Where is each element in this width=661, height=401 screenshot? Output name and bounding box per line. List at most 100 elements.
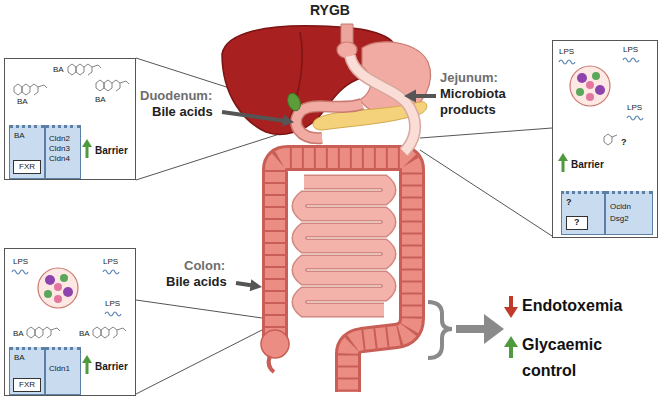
barrier-arrow-head: [82, 355, 92, 363]
bacterium: [60, 274, 68, 282]
pointer-arrow-shaft: [236, 283, 251, 285]
node-label: LPS: [623, 45, 638, 54]
callout-line: [136, 300, 262, 394]
epithelial-cell: ??: [561, 191, 605, 235]
lps-molecule: [627, 116, 643, 120]
pointer-arrow-head: [282, 115, 294, 127]
bile-acid-molecule: [14, 84, 47, 95]
bile-acid-molecule: [27, 327, 60, 338]
bacterium: [54, 283, 62, 291]
decrease-arrow-head: [504, 307, 518, 318]
lps-molecule: [12, 270, 28, 274]
small-intestine: [299, 182, 389, 310]
inset-panel: BA BA BA Barrier BA FXRCldn2Cldn3Cldn4: [4, 58, 136, 180]
node-heading: Barrier: [571, 159, 604, 171]
colon-haustra: [275, 158, 412, 392]
colon-outline: [275, 158, 412, 392]
cecum: [261, 330, 289, 358]
bacterium: [586, 93, 594, 101]
node-label: BA: [53, 65, 64, 74]
lps-molecule: [623, 58, 639, 62]
lps-molecule: [105, 312, 121, 316]
epithelial-cell: Cldn2Cldn3Cldn4: [45, 125, 81, 179]
roux-limb-outline: [350, 56, 415, 152]
node-label: FXR: [19, 380, 35, 389]
bile-acid-molecule: [68, 64, 101, 75]
microbiota-cluster: [38, 268, 78, 308]
bracket: [428, 302, 452, 358]
gallbladder: [285, 91, 302, 112]
epithelial-cell: BA FXR: [9, 125, 45, 179]
callout-line: [420, 128, 552, 236]
bacterium: [54, 295, 62, 303]
microbiota-cluster: [570, 66, 610, 106]
bacterium: [595, 85, 605, 95]
receptor-box: FXR: [13, 160, 41, 174]
epithelial-cell: BA FXR: [9, 347, 45, 395]
duodenum-outline: [296, 104, 362, 138]
outcome-arrow: [456, 314, 504, 344]
bacterium: [577, 73, 587, 83]
node-label: LPS: [105, 299, 120, 308]
region-label: Bile acids: [166, 274, 227, 290]
unknown-metabolite: [604, 134, 617, 145]
node-heading: ?: [621, 137, 627, 147]
bacterium: [45, 275, 55, 285]
node-label: Ocldn: [610, 202, 631, 211]
region-label: Jejunum:: [440, 70, 498, 86]
colon: [275, 158, 412, 392]
microbiota-outline: [570, 66, 610, 106]
increase-arrow-shaft: [509, 346, 513, 358]
small-intestine-outline: [299, 182, 389, 310]
node-label: Cldn2: [49, 134, 70, 143]
region-label: Bile acids: [152, 104, 213, 119]
bacterium: [63, 287, 73, 297]
region-label: Duodenum:: [140, 88, 212, 103]
barrier-arrow-shaft: [86, 362, 89, 374]
pointer-arrow-shaft: [222, 112, 284, 121]
bacterium: [44, 290, 52, 298]
inset-panel: LPSLPSLPS?Barrier??OcldnDsg2: [552, 40, 658, 238]
node-label: LPS: [627, 103, 642, 112]
node-label: BA: [14, 353, 25, 362]
decrease-arrow-shaft: [509, 296, 513, 308]
node-label: BA: [14, 131, 25, 140]
microbiota-outline: [38, 268, 78, 308]
outcome-label: Glycaemic control: [522, 332, 617, 384]
barrier-arrow-head: [82, 139, 92, 147]
barrier-arrow-shaft: [86, 146, 89, 158]
node-label: Cldn1: [49, 364, 70, 373]
node-label: LPS: [13, 257, 28, 266]
node-label: Dsg2: [610, 214, 629, 223]
pointer-arrow-shaft: [415, 94, 436, 98]
lps-molecule: [103, 270, 119, 274]
region-label: Colon:: [184, 258, 225, 273]
pointer-arrow-head: [404, 90, 416, 103]
bile-acid-molecule: [96, 80, 129, 91]
inset-panel: LPS LPS LPS BA BA Barrier BA FXR Cldn1: [4, 248, 136, 396]
node-heading: Barrier: [95, 361, 128, 373]
pointer-arrow-head: [250, 279, 262, 291]
bacterium: [586, 81, 594, 89]
receptor-box: ?: [566, 216, 588, 230]
node-label: BA: [13, 329, 24, 338]
lps-molecule: [559, 60, 575, 64]
receptor-box: FXR: [13, 378, 41, 392]
node-label: FXR: [19, 162, 35, 171]
node-label: BA: [95, 95, 106, 104]
bile-acid-molecule: [93, 327, 126, 338]
figure-title: RYGB: [310, 2, 350, 18]
appendix: [269, 356, 274, 372]
node-heading: ?: [566, 197, 572, 207]
bacterium: [576, 88, 584, 96]
node-label: BA: [79, 329, 90, 338]
duodenum: [296, 104, 362, 138]
region-label: Microbiota products: [440, 86, 544, 118]
node-heading: Barrier: [95, 145, 128, 157]
roux-limb: [350, 56, 415, 152]
barrier-arrow-head: [558, 153, 568, 161]
node-label: LPS: [559, 47, 574, 56]
epithelial-cell: OcldnDsg2: [605, 191, 653, 235]
node-label: LPS: [103, 257, 118, 266]
